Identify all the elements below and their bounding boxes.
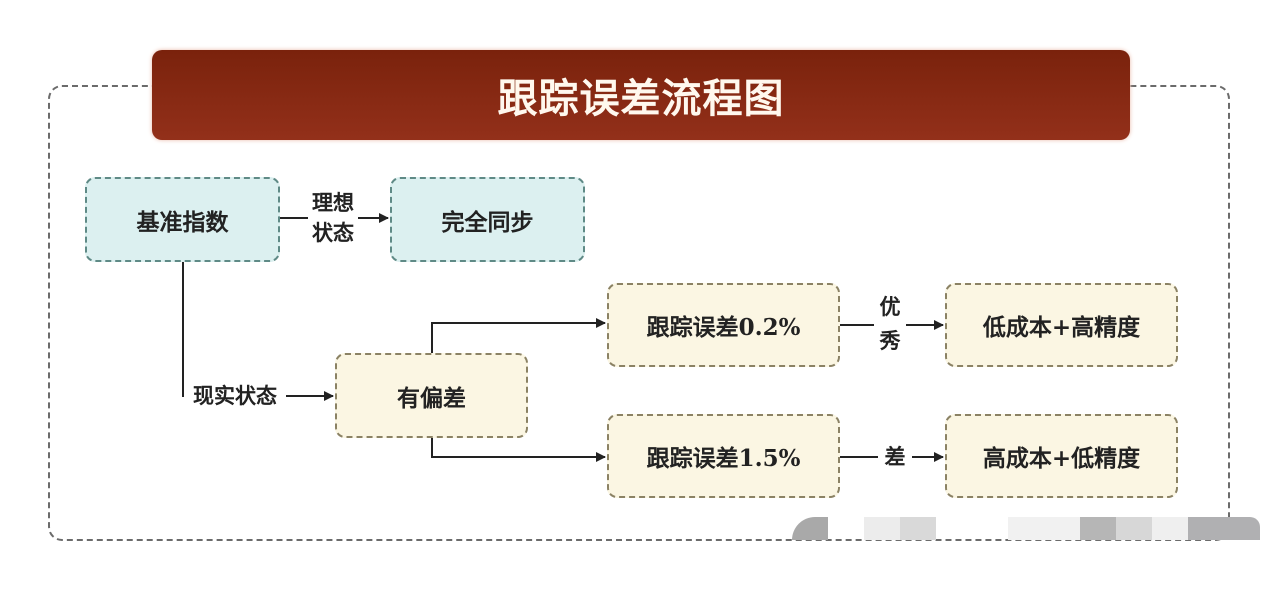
label-ideal-line2: 状态 <box>312 220 354 245</box>
node-perfect-sync: 完全同步 <box>390 177 585 262</box>
label-excellent: 优 秀 <box>874 290 906 358</box>
node-te-high: 跟踪误差1.5% <box>607 414 840 498</box>
arrow-reality <box>182 262 334 401</box>
label-ideal-line1: 理想 <box>312 190 354 215</box>
node-deviation: 有偏差 <box>335 353 528 438</box>
node-benchmark: 基准指数 <box>85 177 280 262</box>
label-excellent-line2: 秀 <box>879 328 901 353</box>
node-result-bad: 高成本+低精度 <box>945 414 1178 498</box>
arrow-to-te-low <box>431 318 606 353</box>
label-excellent-line1: 优 <box>879 294 901 319</box>
label-poor: 差 <box>878 442 912 472</box>
arrow-to-te-high <box>431 438 606 462</box>
node-result-good: 低成本+高精度 <box>945 283 1178 367</box>
label-reality: 现实状态 <box>184 381 286 411</box>
label-ideal: 理想 状态 <box>308 188 358 248</box>
diagram-title: 跟踪误差流程图 <box>152 50 1130 140</box>
node-te-low: 跟踪误差0.2% <box>607 283 840 367</box>
